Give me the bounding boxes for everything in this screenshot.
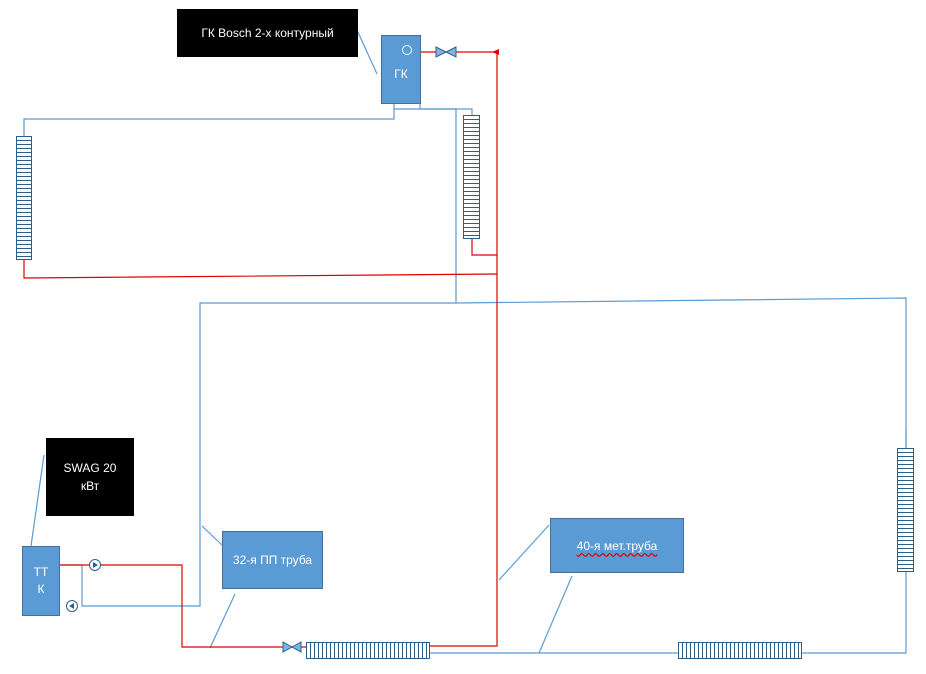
supply-pipe-upper-right [471, 239, 497, 256]
solid-fuel-callout-text: SWAG 20 кВт [63, 461, 117, 493]
callout-line-metal [498, 524, 550, 581]
callout-line-metal-lower [538, 575, 573, 654]
supply-pipe-gk [420, 51, 498, 647]
gas-boiler-label: ГК [394, 66, 408, 81]
circulation-pump-icon-return [66, 600, 78, 612]
valve-icon-bottom [282, 641, 302, 653]
supply-arrow-icon [492, 49, 499, 55]
gas-boiler-callout: ГК Bosch 2-х контурный [177, 9, 358, 57]
return-pipe-upper-stub [394, 108, 473, 115]
supply-pipe-ttk [60, 564, 306, 648]
callout-line-pp [201, 525, 223, 546]
valve-icon-top [435, 46, 457, 58]
gas-boiler-callout-text: ГК Bosch 2-х контурный [201, 26, 334, 40]
pp-pipe-label-box: 32-я ПП труба [222, 531, 323, 589]
callout-line-pp-lower [209, 593, 236, 649]
metal-pipe-label: 40-я мет.труба [576, 538, 658, 553]
return-pipe-upper-left [23, 104, 395, 136]
circulation-pump-icon-supply [89, 559, 101, 571]
gas-boiler-pump-icon [402, 45, 412, 55]
pp-pipe-label: 32-я ПП труба [232, 553, 313, 567]
solid-fuel-boiler: ТТ К [22, 546, 60, 616]
radiator-upper-left [16, 136, 32, 260]
radiator-bottom-right [678, 642, 802, 659]
metal-pipe-label-box: 40-я мет.труба [550, 518, 684, 573]
radiator-upper-right [463, 115, 480, 239]
callout-line-swag [30, 454, 45, 547]
solid-fuel-callout: SWAG 20 кВт [46, 438, 134, 516]
radiator-right [897, 448, 914, 572]
gas-boiler: ГК [381, 35, 421, 104]
callout-line-gk [356, 29, 378, 75]
solid-fuel-boiler-label: ТТ К [33, 565, 49, 596]
radiator-bottom-left [306, 642, 430, 659]
supply-pipe-upper-left [23, 260, 498, 279]
